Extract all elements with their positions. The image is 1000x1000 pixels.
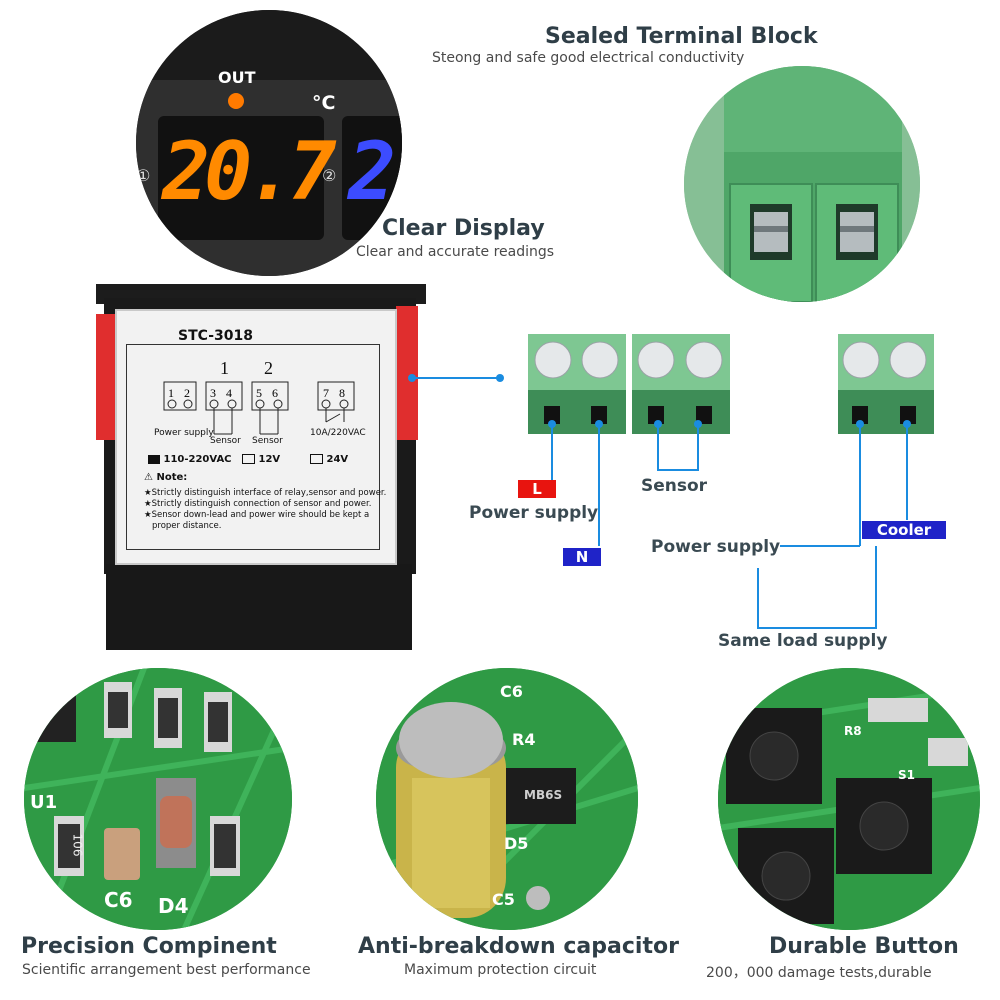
terminal-4: 4 [226, 386, 232, 400]
out-led [228, 93, 244, 109]
empty-box-icon [310, 454, 323, 464]
note-line-4: proper distance. [152, 521, 222, 531]
terminal-6: 6 [272, 386, 278, 400]
display-marker-2: ② [322, 166, 337, 185]
relay-term-label: 10A/220VAC [310, 428, 366, 438]
pcb-mark-s1: S1 [898, 768, 915, 782]
precision-component-title: Precision Compinent [21, 934, 277, 959]
pcb-button-art [718, 668, 980, 930]
voltage-option-110-220: 110-220VAC [148, 454, 232, 465]
left-mount-clip [96, 314, 118, 440]
group-2-label: 2 [264, 358, 273, 378]
terminal-block-subtitle: Steong and safe good electrical conducti… [432, 50, 745, 66]
terminal-block-power [528, 334, 626, 434]
button-closeup: R8 S1 [718, 668, 980, 930]
voltage-label-12v: 12V [258, 454, 281, 465]
pcb-mark-c5: C5 [492, 890, 515, 909]
pcb-mark-u1: U1 [30, 792, 58, 813]
sensor-wire-label: Sensor [641, 476, 708, 496]
note-title: ⚠ Note: [144, 472, 188, 483]
empty-box-icon [242, 454, 255, 464]
pcb-mark-d5: D5 [504, 834, 529, 853]
terminal-8: 8 [339, 386, 345, 400]
tag-l: L [518, 480, 556, 498]
terminal-1: 1 [168, 386, 174, 400]
sensor-term-label-2: Sensor [252, 436, 283, 446]
unit-label: °C [312, 92, 336, 114]
group-1-label: 1 [220, 358, 229, 378]
pcb-mark-c6: C6 [104, 888, 133, 912]
pcb-mark-mb6s: MB6S [524, 788, 563, 802]
terminal-diagram [163, 381, 355, 435]
pcb-mark-d4: D4 [158, 894, 189, 918]
controller-device: STC-3018 1 2 1 2 3 4 5 6 7 8 Power suppl… [96, 284, 426, 652]
terminal-7: 7 [323, 386, 329, 400]
precision-component-subtitle: Scientific arrangement best performance [22, 962, 311, 978]
capacitor-title: Anti-breakdown capacitor [358, 934, 679, 959]
label-frame [126, 344, 380, 550]
terminal-3: 3 [210, 386, 216, 400]
right-mount-clip [396, 306, 418, 440]
terminal-2: 2 [184, 386, 190, 400]
durable-button-title: Durable Button [769, 934, 959, 959]
note-line-1: ★Strictly distinguish interface of relay… [144, 488, 387, 498]
pcb-mark-106: 106 [70, 833, 85, 857]
precision-component-closeup: U1 106 C6 D4 [24, 668, 292, 930]
power-supply-left-label: Power supply [469, 503, 599, 523]
voltage-label-110-220: 110-220VAC [163, 454, 232, 465]
pcb-mark-c6-cap: C6 [500, 682, 523, 701]
voltage-option-24v: 24V [310, 454, 348, 465]
pcb-mark-r4: R4 [512, 730, 536, 749]
terminal-block-sensor [632, 334, 730, 434]
same-load-supply-label: Same load supply [718, 631, 888, 651]
display-marker-1: ① [136, 166, 151, 185]
terminal-block-art [684, 66, 920, 302]
clear-display-subtitle: Clear and accurate readings [356, 244, 555, 260]
device-model: STC-3018 [178, 328, 254, 344]
display-reading-2: 2 [348, 125, 397, 218]
terminal-block-title: Sealed Terminal Block [545, 24, 818, 49]
pcb-component-art [24, 668, 292, 930]
voltage-option-12v: 12V [242, 454, 280, 465]
power-supply-right-label: Power supply [651, 537, 781, 557]
warning-icon: ⚠ [144, 472, 153, 483]
sensor-term-label-1: Sensor [210, 436, 241, 446]
power-supply-term-label: Power supply [154, 428, 214, 438]
pcb-capacitor-art [376, 668, 638, 930]
out-label: OUT [218, 68, 256, 87]
clear-display-title: Clear Display [382, 216, 545, 241]
note-line-2: ★Strictly distinguish connection of sens… [144, 499, 372, 509]
note-line-3: ★Sensor down-lead and power wire should … [144, 510, 370, 520]
terminal-block-closeup [684, 66, 920, 302]
tag-n: N [563, 548, 601, 566]
tag-cooler: Cooler [862, 521, 946, 539]
checked-box-icon [148, 454, 160, 464]
terminal-5: 5 [256, 386, 262, 400]
durable-button-subtitle: 200，000 damage tests,durable [706, 965, 932, 981]
voltage-label-24v: 24V [326, 454, 349, 465]
capacitor-subtitle: Maximum protection circuit [404, 962, 597, 978]
capacitor-closeup: C6 R4 MB6S D5 C5 [376, 668, 638, 930]
display-reading-1: 20.7 [162, 125, 337, 218]
pcb-mark-r8: R8 [844, 724, 862, 738]
terminal-block-relay [838, 334, 934, 434]
